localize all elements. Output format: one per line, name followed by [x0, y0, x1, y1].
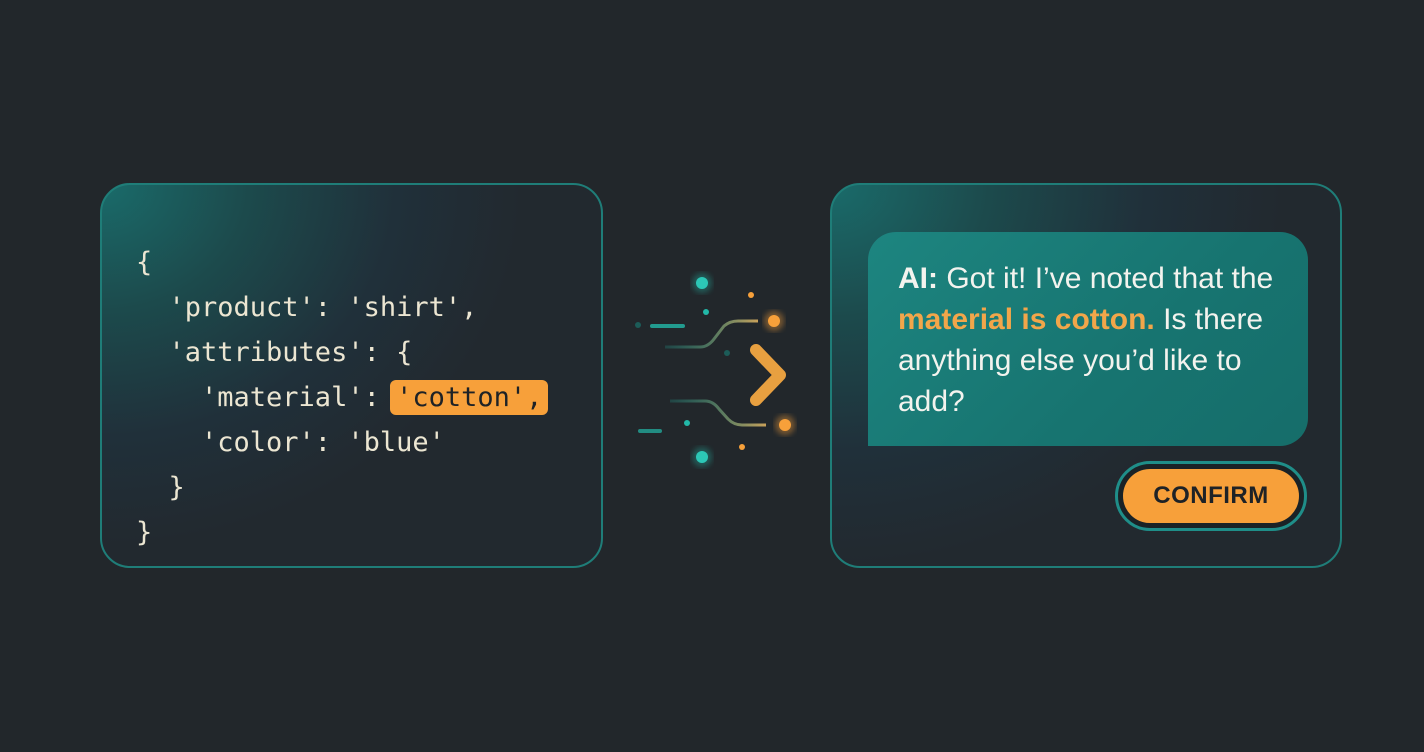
highlighted-value: 'cotton', [390, 380, 549, 415]
message-highlight: material is cotton. [898, 303, 1155, 336]
code-panel: { 'product': 'shirt', 'attributes': { 'm… [100, 183, 603, 568]
code-line: 'product': 'shirt', [136, 292, 478, 323]
confirm-button[interactable]: CONFIRM [1123, 469, 1299, 523]
message-text: Got it! I’ve noted that the [938, 262, 1274, 295]
message-text: Is there anything else you’d like to add… [898, 303, 1264, 418]
code-line: } [136, 517, 153, 548]
code-line: 'color': 'blue' [136, 427, 445, 458]
ai-message-bubble: AI: Got it! I’ve noted that the material… [868, 232, 1308, 446]
speaker-label: AI: [898, 262, 938, 295]
code-line: 'attributes': { [136, 337, 413, 368]
code-line: } [136, 472, 185, 503]
code-key-material: 'material': [136, 382, 397, 413]
confirm-button-ring: CONFIRM [1115, 461, 1307, 531]
code-block: { 'product': 'shirt', 'attributes': { 'm… [136, 240, 549, 555]
chat-panel: AI: Got it! I’ve noted that the material… [830, 183, 1342, 568]
arrow-right-icon [635, 273, 795, 467]
code-line: { [136, 247, 153, 278]
code-line-material: 'material': 'cotton', [136, 375, 549, 420]
